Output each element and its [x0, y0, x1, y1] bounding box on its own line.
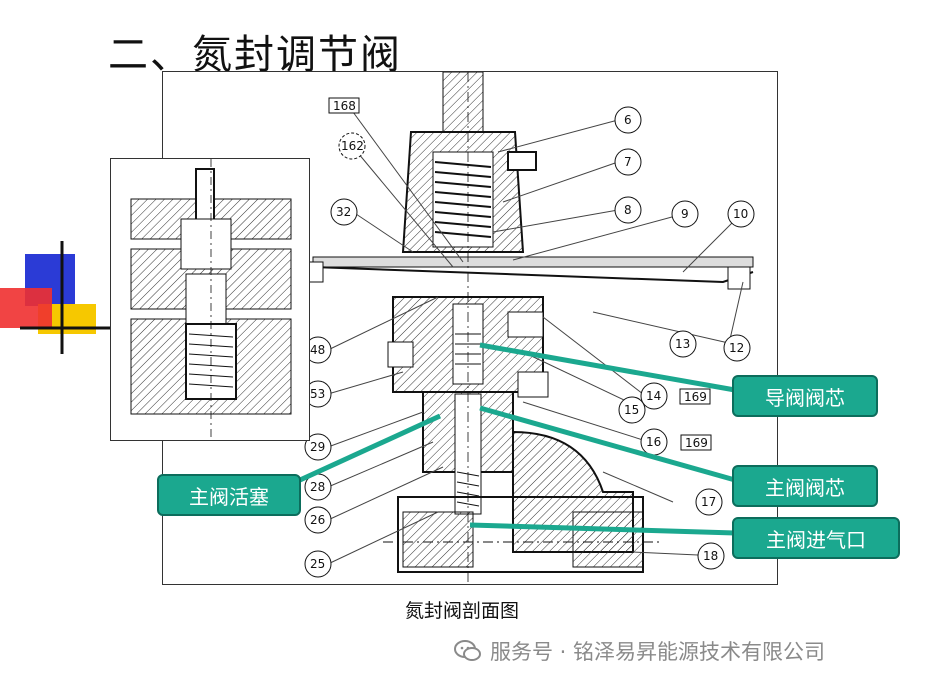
part-8: 8	[624, 203, 632, 217]
part-17: 17	[701, 495, 716, 509]
footer-text: 服务号 · 铭泽易昇能源技术有限公司	[490, 640, 826, 664]
part-16: 16	[646, 435, 661, 449]
callout-main-valve-inlet: 主阀进气口	[732, 517, 900, 559]
callout-main-valve-core: 主阀阀芯	[732, 465, 878, 507]
part-10: 10	[733, 207, 748, 221]
part-32: 32	[336, 205, 351, 219]
part-12: 12	[729, 341, 744, 355]
part-6: 6	[624, 113, 632, 127]
callout-main-valve-piston: 主阀活塞	[157, 474, 301, 516]
wechat-icon	[454, 640, 481, 661]
part-25: 25	[310, 557, 325, 571]
part-48: 48	[310, 343, 325, 357]
part-169-a: 169	[684, 390, 707, 404]
part-9: 9	[681, 207, 689, 221]
part-29: 29	[310, 440, 325, 454]
part-169-b: 169	[685, 436, 708, 450]
part-168: 168	[333, 99, 356, 113]
part-162: 162	[341, 139, 364, 153]
pilot-detail-inset	[110, 158, 310, 441]
part-28: 28	[310, 480, 325, 494]
part-13: 13	[675, 337, 690, 351]
footer-watermark: 服务号 · 铭泽易昇能源技术有限公司	[454, 636, 825, 666]
callout-pilot-valve-core: 导阀阀芯	[732, 375, 878, 417]
valve-drawing-svg: 168 162 32 48 53 29 28 26 25 6 7 8 9	[302, 71, 755, 584]
part-53: 53	[310, 387, 325, 401]
part-15: 15	[624, 403, 639, 417]
part-14: 14	[646, 389, 661, 403]
decorative-squares	[0, 241, 118, 354]
slide-title: 二、氮封调节阀	[108, 32, 402, 78]
part-18: 18	[703, 549, 718, 563]
part-7: 7	[624, 155, 632, 169]
figure-caption: 氮封阀剖面图	[405, 600, 520, 622]
part-26: 26	[310, 513, 325, 527]
inset-drawing-svg	[130, 159, 292, 440]
